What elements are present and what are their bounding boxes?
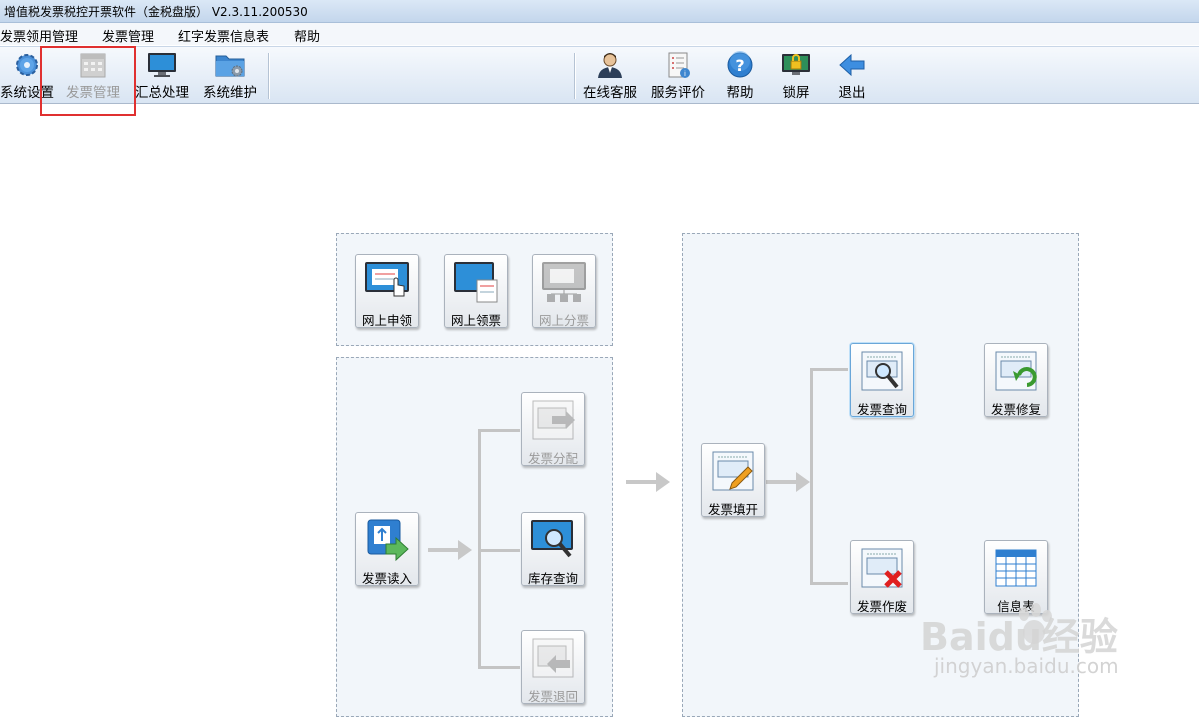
invoice-void-icon <box>861 548 903 588</box>
watermark-brand: Baidu经验 <box>920 615 1118 659</box>
invoice-repair-button[interactable]: 发票修复 <box>984 343 1048 417</box>
exit-arrow-icon <box>839 53 865 77</box>
invoice-allocate-icon <box>532 400 575 440</box>
menu-red-invoice-info[interactable]: 红字发票信息表 <box>178 30 270 45</box>
online-receive-button[interactable]: 网上领票 <box>444 254 508 328</box>
online-apply-button[interactable]: 网上申领 <box>355 254 419 328</box>
window-title: 增值税发票税控开票软件（金税盘版） V2.3.11.200530 <box>4 5 308 19</box>
gear-icon <box>16 54 38 76</box>
stock-query-icon <box>531 520 573 558</box>
invoice-query-icon <box>861 351 903 391</box>
connector-line <box>810 582 848 585</box>
menu-bar: 发票领用管理 发票管理 红字发票信息表 帮助 <box>0 23 1199 45</box>
baidu-paw-logo <box>1019 603 1052 644</box>
invoice-cabinet-icon <box>80 53 106 78</box>
flow-arrow-icon <box>626 472 670 492</box>
connector-line <box>810 368 848 371</box>
lock-screen-button[interactable]: 锁屏 <box>774 47 818 103</box>
evaluation-icon: i <box>668 52 690 78</box>
online-service-button[interactable]: 在线客服 <box>580 47 640 103</box>
invoice-manage-button[interactable]: 发票管理 <box>58 47 128 103</box>
invoice-read-icon <box>367 519 409 562</box>
help-icon: ? <box>727 51 753 78</box>
monitor-icon <box>148 53 176 77</box>
service-evaluation-button[interactable]: i 服务评价 <box>646 47 710 103</box>
watermark-url: jingyan.baidu.com <box>934 654 1119 678</box>
connector-line <box>810 368 813 584</box>
flow-arrow-icon <box>428 540 472 560</box>
toolbar-separator <box>574 53 576 99</box>
invoice-read-button[interactable]: 发票读入 <box>355 512 419 586</box>
help-button[interactable]: ? 帮助 <box>718 47 762 103</box>
menu-invoice-receive-manage[interactable]: 发票领用管理 <box>0 30 79 45</box>
menu-invoice-manage[interactable]: 发票管理 <box>102 30 155 45</box>
connector-line <box>478 666 520 669</box>
invoice-return-button[interactable]: 发票退回 <box>521 630 585 704</box>
exit-button[interactable]: 退出 <box>830 47 874 103</box>
lock-screen-icon <box>782 54 810 75</box>
online-apply-icon <box>365 262 409 297</box>
connector-line <box>478 429 520 432</box>
info-table-button[interactable]: 信息表 <box>984 540 1048 614</box>
invoice-repair-icon <box>995 351 1037 391</box>
menu-help[interactable]: 帮助 <box>294 30 321 45</box>
summary-process-button[interactable]: 汇总处理 <box>132 47 192 103</box>
flow-arrow-icon <box>766 472 810 492</box>
invoice-fill-icon <box>712 451 754 491</box>
info-table-icon <box>995 549 1037 587</box>
invoice-fill-button[interactable]: 发票填开 <box>701 443 765 517</box>
title-bar: 增值税发票税控开票软件（金税盘版） V2.3.11.200530 <box>0 0 1199 23</box>
invoice-query-button[interactable]: 发票查询 <box>850 343 914 417</box>
invoice-void-button[interactable]: 发票作废 <box>850 540 914 614</box>
invoice-return-icon <box>532 638 574 678</box>
toolbar-separator <box>268 53 270 99</box>
toolbar: 系统设置 发票管理 汇总处理 系统维护 <box>0 46 1199 104</box>
system-maintenance-button[interactable]: 系统维护 <box>198 47 262 103</box>
svg-text:i: i <box>684 70 686 78</box>
online-distribute-button[interactable]: 网上分票 <box>532 254 596 328</box>
highlight-annotation <box>40 46 136 116</box>
folder-gear-icon <box>215 55 245 77</box>
person-icon <box>598 53 622 78</box>
stock-query-button[interactable]: 库存查询 <box>521 512 585 586</box>
online-distribute-icon <box>542 262 586 302</box>
online-receive-icon <box>454 262 498 303</box>
invoice-allocate-button[interactable]: 发票分配 <box>521 392 585 466</box>
svg-text:?: ? <box>735 56 744 75</box>
baidu-watermark: Baidu经验 jingyan.baidu.com <box>920 600 1160 690</box>
connector-line <box>478 549 520 552</box>
